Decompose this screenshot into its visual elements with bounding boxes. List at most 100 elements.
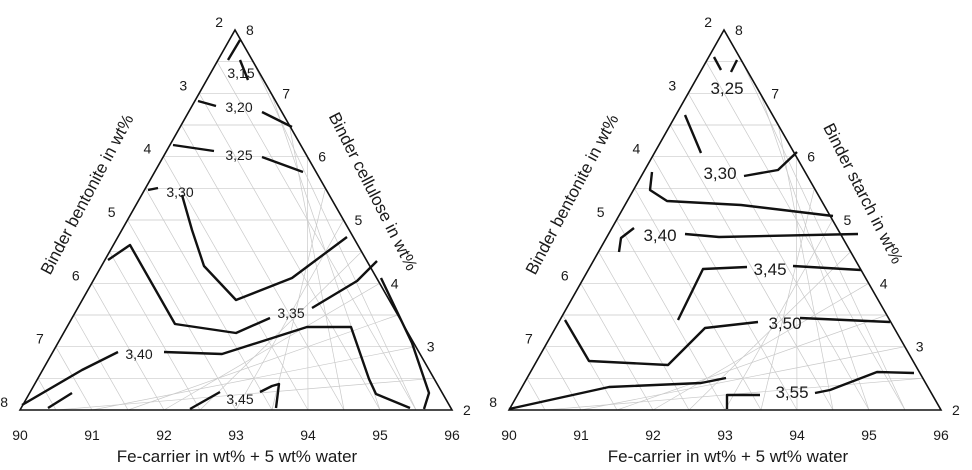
contour-line-3-40: [21, 325, 411, 410]
contour-label: 3,45: [753, 260, 786, 279]
triangle-frame: [507, 28, 943, 411]
contour-lines: [21, 39, 431, 411]
tick-label-left: 6: [72, 267, 80, 283]
contour-label: 3,40: [125, 346, 152, 362]
contour-label: 3,35: [277, 305, 304, 321]
contour-label: 3,25: [710, 79, 743, 98]
contour-line-3-50: [563, 316, 891, 367]
contour-labels: 3,15 3,20 3,25 3,30 3,35 3,40 3,45: [125, 65, 304, 407]
contour-line-3-40b: [617, 227, 859, 253]
tick-label-right: 4: [880, 275, 888, 291]
tick-label-right: 4: [391, 275, 399, 291]
contour-line-3-35: [107, 243, 378, 335]
tick-label-left: 2: [215, 14, 223, 30]
contour-label: 3,50: [768, 314, 801, 333]
contour-lines: [508, 56, 915, 411]
contour-line-3-20: [197, 99, 293, 129]
tick-label-left: 8: [489, 394, 497, 410]
tick-label-right: 7: [771, 85, 779, 101]
contour-line-3-30: [147, 186, 348, 302]
contour-labels: 3,25 3,30 3,40 3,45 3,50 3,55: [643, 79, 808, 402]
ternary-panel-cellulose: 90 91 92 93 94 95 96 2 3 4 5 6 7 8 2 3 4 5 6 7 8 3,15 3,20…: [0, 14, 471, 466]
contour-line-3-45: [47, 382, 281, 411]
contour-label: 3,40: [643, 226, 676, 245]
tick-label-left: 4: [144, 141, 152, 157]
tick-label-bottom: 94: [789, 427, 805, 443]
tick-label-right: 3: [427, 339, 435, 355]
tick-label-left: 5: [597, 204, 605, 220]
tick-label-left: 3: [668, 77, 676, 93]
contour-line-3-55b: [725, 393, 760, 409]
grid-line: [580, 283, 654, 411]
contour-label: 3,30: [166, 184, 193, 200]
grid-line: [288, 124, 345, 411]
grid-line: [216, 61, 417, 411]
contour-label: 3,55: [775, 383, 808, 402]
tick-label-bottom: 96: [444, 427, 460, 443]
grid-line: [271, 188, 326, 411]
grid-line: [55, 346, 93, 411]
tick-label-bottom: 95: [861, 427, 877, 443]
tick-label-bottom: 90: [501, 427, 517, 443]
tick-label-bottom: 91: [84, 427, 100, 443]
grid-line: [687, 93, 870, 411]
contour-line-3-15: [226, 39, 250, 81]
triangle-frame: [18, 28, 454, 411]
bottom-axis-title: Fe-carrier in wt% + 5 wt% water: [117, 447, 358, 466]
tick-label-bottom: 92: [645, 427, 661, 443]
ternary-grid: [526, 61, 923, 411]
left-axis-title: Binder bentonite in wt%: [37, 111, 138, 278]
contour-label: 3,45: [226, 391, 253, 407]
tick-label-left: 2: [704, 14, 712, 30]
tick-label-bottom: 92: [156, 427, 172, 443]
contour-line-3-25: [712, 56, 739, 73]
tick-label-right: 3: [916, 339, 924, 355]
grid-line: [544, 346, 582, 411]
tick-label-right: 2: [952, 402, 960, 418]
grid-line: [162, 156, 309, 411]
grid-line: [669, 124, 834, 411]
grid-line: [651, 156, 798, 411]
bottom-axis-title: Fe-carrier in wt% + 5 wt% water: [608, 447, 849, 466]
right-axis-title: Binder starch in wt%: [819, 120, 906, 267]
tick-label-left: 5: [108, 204, 116, 220]
grid-line: [526, 378, 546, 411]
grid-line: [73, 314, 129, 411]
grid-line: [198, 93, 381, 411]
tick-label-left: 8: [0, 394, 8, 410]
grid-line: [252, 61, 417, 411]
tick-label-bottom: 93: [228, 427, 244, 443]
contour-line-3-25: [172, 143, 304, 174]
tick-label-left: 3: [179, 77, 187, 93]
tick-label-right: 5: [844, 212, 852, 228]
contour-line-3-55: [508, 370, 915, 411]
tick-label-left: 6: [561, 267, 569, 283]
contour-line-3-40: [648, 171, 834, 218]
tick-label-left: 7: [525, 331, 533, 347]
grid-line: [91, 283, 165, 411]
grid-line: [634, 188, 762, 411]
contour-label: 3,25: [225, 147, 252, 163]
tick-label-bottom: 91: [573, 427, 589, 443]
tick-label-left: 7: [36, 331, 44, 347]
tick-label-bottom: 95: [372, 427, 388, 443]
tick-label-right: 2: [463, 402, 471, 418]
grid-line: [760, 188, 815, 411]
tick-label-right: 6: [807, 149, 815, 165]
right-axis-title: Binder cellulose in wt%: [325, 109, 421, 273]
tick-label-bottom: 96: [933, 427, 949, 443]
contour-label: 3,15: [227, 65, 254, 81]
grid-line: [616, 219, 726, 411]
tick-label-bottom: 90: [12, 427, 28, 443]
contour-line-3-45: [676, 264, 862, 321]
grid-line: [180, 124, 345, 411]
tick-label-bottom: 94: [300, 427, 316, 443]
left-tick-labels: 2 3 4 5 6 7 8: [0, 14, 223, 410]
contour-line-edge-right: [379, 277, 431, 410]
tick-label-right: 8: [246, 22, 254, 38]
